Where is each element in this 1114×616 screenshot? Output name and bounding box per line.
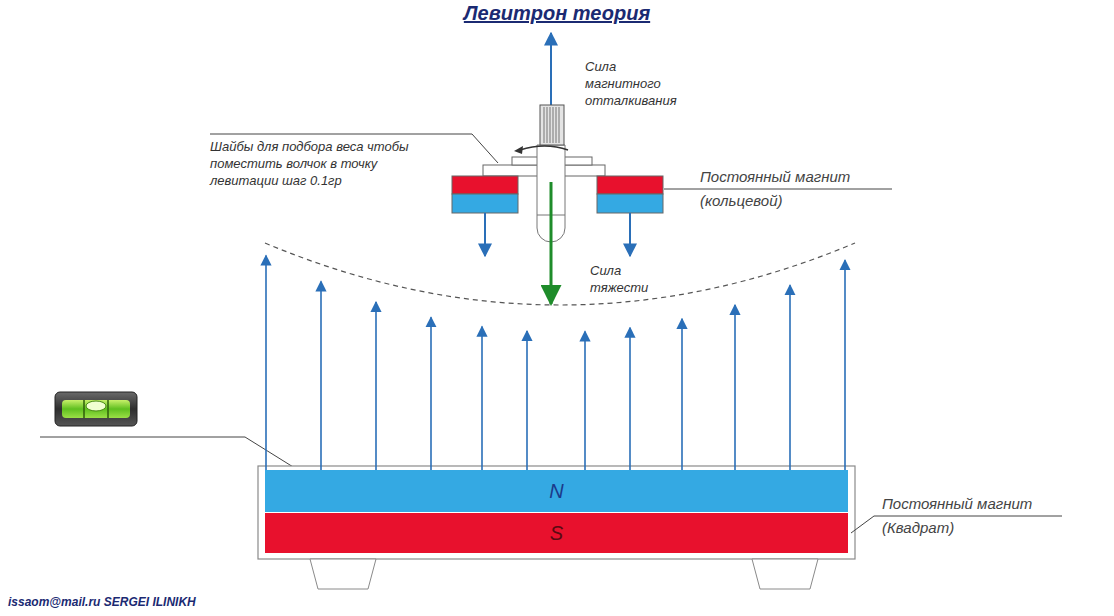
- author-note: issaom@mail.ru SERGEI ILINIKH: [8, 595, 196, 609]
- part-name: Постоянный магнит (кольцевой): [700, 168, 850, 209]
- field-arrow: [844, 260, 846, 472]
- title: Левитрон теория: [464, 2, 650, 24]
- part-name-box: Постоянный магнит (кольцевой): [700, 165, 875, 213]
- spirit-level: [55, 392, 137, 426]
- force-label: Сила магнитного отталкивания: [585, 59, 677, 108]
- housing-foot: [752, 559, 818, 589]
- spinning-top: [452, 33, 663, 304]
- magnet-pole: S: [265, 513, 848, 553]
- field-arrow: [629, 328, 631, 472]
- field-lines: [266, 256, 845, 472]
- author-note-box: issaom@mail.ru SERGEI ILINIKH: [8, 594, 196, 611]
- field-arrow: [526, 331, 528, 472]
- magnet-pole: N: [265, 470, 848, 512]
- force-label: Сила тяжести: [590, 263, 648, 295]
- field-arrow: [584, 331, 586, 472]
- field-arrow: [265, 256, 267, 472]
- callout-note-box: Шайбы для подбора веса чтобы поместить в…: [210, 138, 410, 189]
- title-box: Левитрон теория: [0, 2, 1114, 25]
- leader-line: [40, 437, 298, 470]
- field-arrow: [681, 319, 683, 472]
- pole-letter: S: [550, 522, 563, 545]
- repulsion-arrow: [550, 33, 552, 106]
- field-arrow: [375, 302, 377, 472]
- pole-letter: N: [549, 480, 563, 503]
- field-arrow: [481, 327, 483, 472]
- force-label-box: Сила тяжести: [590, 262, 670, 296]
- field-arrow: [430, 317, 432, 472]
- leader-line: [664, 189, 892, 190]
- magnet-housing: [258, 466, 855, 559]
- housing-foot: [310, 559, 376, 589]
- part-name-box: Постоянный магнит (Квадрат): [882, 492, 1057, 540]
- gravity-arrow: [550, 182, 553, 304]
- field-arrow: [734, 305, 736, 472]
- field-arrow: [320, 281, 322, 472]
- levitation-arc: [265, 243, 855, 305]
- force-label-box: Сила магнитного отталкивания: [585, 58, 685, 109]
- field-arrow: [789, 285, 791, 472]
- callout-note: Шайбы для подбора веса чтобы поместить в…: [210, 139, 409, 188]
- part-name: Постоянный магнит (Квадрат): [882, 495, 1032, 536]
